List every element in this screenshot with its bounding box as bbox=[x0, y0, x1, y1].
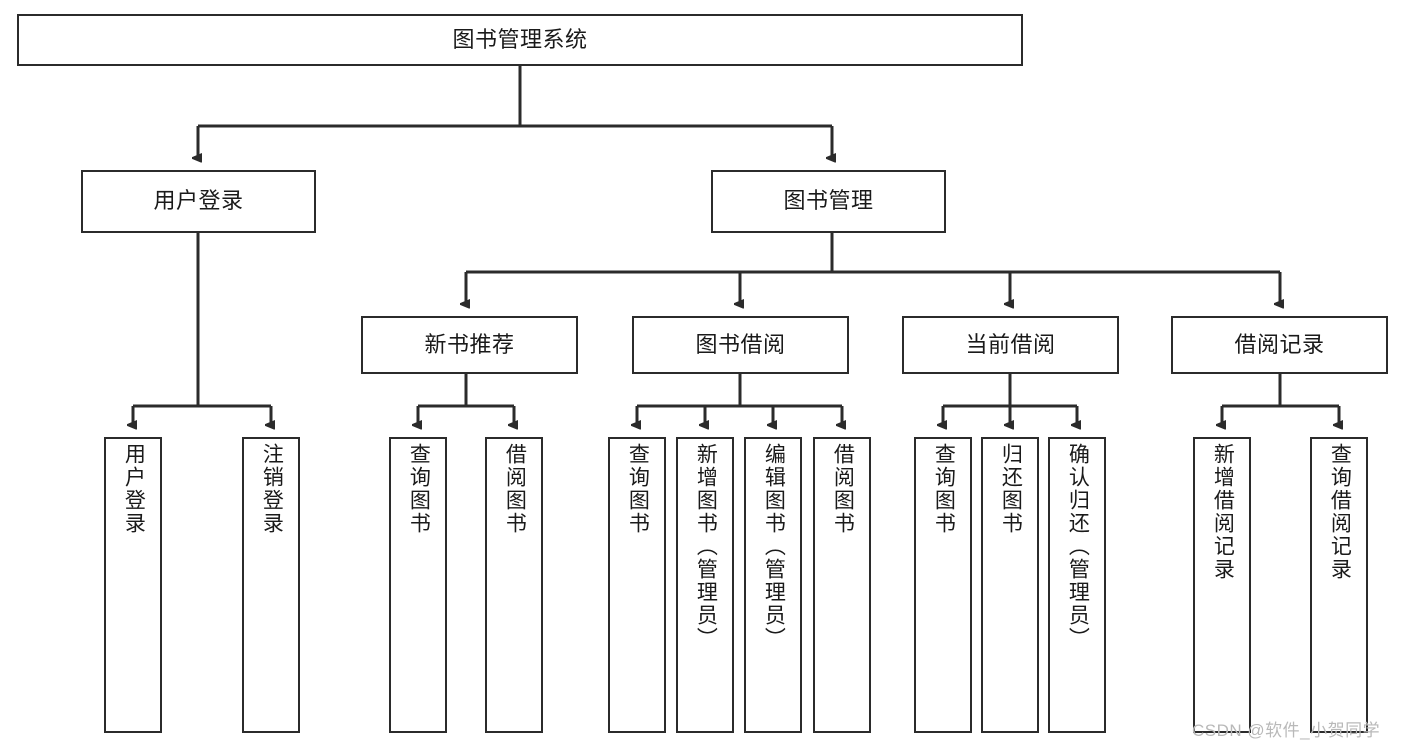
node-root-system[interactable]: 图书管理系统 bbox=[17, 14, 1023, 66]
node-book-management[interactable]: 图书管理 bbox=[711, 170, 946, 233]
node-current-borrow[interactable]: 当前借阅 bbox=[902, 316, 1119, 374]
node-label: 新书推荐 bbox=[424, 331, 515, 357]
node-label: 确认归还（管理员） bbox=[1066, 443, 1090, 650]
node-label: 借阅图书 bbox=[503, 443, 527, 535]
node-label: 查询图书 bbox=[407, 443, 431, 535]
node-label: 用户登录 bbox=[153, 188, 244, 214]
node-label: 图书管理系统 bbox=[452, 26, 588, 52]
node-user-login[interactable]: 用户登录 bbox=[81, 170, 316, 233]
node-label: 注销登录 bbox=[260, 443, 284, 535]
node-label: 归还图书 bbox=[999, 443, 1023, 535]
connector-lines bbox=[133, 66, 1339, 425]
node-label: 新增图书（管理员） bbox=[694, 443, 718, 650]
node-leaf-borrow-book-2[interactable]: 借阅图书 bbox=[813, 437, 871, 733]
node-leaf-borrow-book-1[interactable]: 借阅图书 bbox=[485, 437, 543, 733]
node-leaf-return-book[interactable]: 归还图书 bbox=[981, 437, 1039, 733]
node-label: 查询图书 bbox=[626, 443, 650, 535]
node-leaf-user-login[interactable]: 用户登录 bbox=[104, 437, 162, 733]
node-new-book-recommend[interactable]: 新书推荐 bbox=[361, 316, 578, 374]
node-label: 新增借阅记录 bbox=[1211, 443, 1235, 581]
node-leaf-query-book-1[interactable]: 查询图书 bbox=[389, 437, 447, 733]
node-leaf-confirm-return[interactable]: 确认归还（管理员） bbox=[1048, 437, 1106, 733]
node-label: 查询图书 bbox=[932, 443, 956, 535]
node-label: 图书借阅 bbox=[695, 331, 786, 357]
node-leaf-query-record[interactable]: 查询借阅记录 bbox=[1310, 437, 1368, 733]
node-leaf-add-record[interactable]: 新增借阅记录 bbox=[1193, 437, 1251, 733]
node-label: 借阅记录 bbox=[1234, 331, 1325, 357]
node-label: 用户登录 bbox=[122, 443, 146, 535]
node-leaf-add-book[interactable]: 新增图书（管理员） bbox=[676, 437, 734, 733]
node-label: 借阅图书 bbox=[831, 443, 855, 535]
node-label: 当前借阅 bbox=[965, 331, 1056, 357]
node-label: 查询借阅记录 bbox=[1328, 443, 1352, 581]
node-book-borrow[interactable]: 图书借阅 bbox=[632, 316, 849, 374]
node-label: 图书管理 bbox=[783, 188, 874, 214]
node-leaf-query-book-2[interactable]: 查询图书 bbox=[608, 437, 666, 733]
node-leaf-logout-login[interactable]: 注销登录 bbox=[242, 437, 300, 733]
node-leaf-query-book-3[interactable]: 查询图书 bbox=[914, 437, 972, 733]
node-borrow-record[interactable]: 借阅记录 bbox=[1171, 316, 1388, 374]
node-leaf-edit-book[interactable]: 编辑图书（管理员） bbox=[744, 437, 802, 733]
node-label: 编辑图书（管理员） bbox=[762, 443, 786, 650]
